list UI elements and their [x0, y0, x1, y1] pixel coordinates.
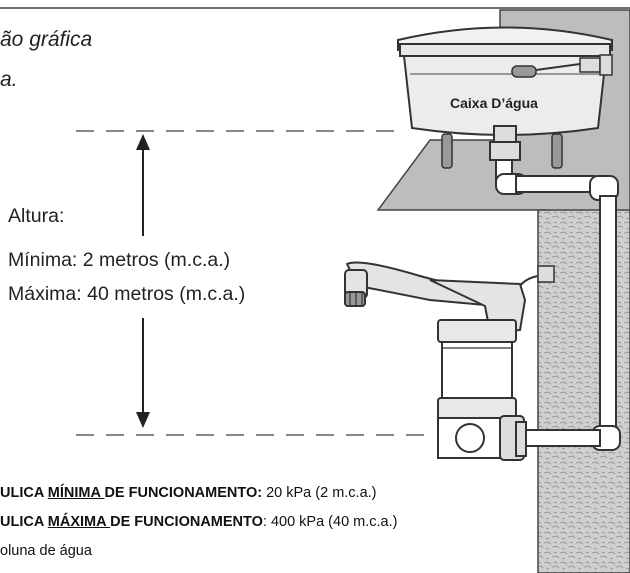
- spec-max-pressure: ULICA MÁXIMA DE FUNCIONAMENTO: 400 kPa (…: [0, 514, 397, 530]
- water-tank: [397, 26, 613, 169]
- spec-max-prefix: ULICA: [0, 514, 48, 530]
- height-max: Máxima: 40 metros (m.c.a.): [8, 283, 246, 305]
- height-title: Altura:: [8, 205, 65, 227]
- height-min: Mínima: 2 metros (m.c.a.): [8, 249, 231, 271]
- faucet-heater: [344, 261, 527, 461]
- spec-min-value: 20 kPa (2 m.c.a.): [262, 485, 377, 501]
- spec-min-pressure: ULICA MÍNIMA DE FUNCIONAMENTO: 20 kPa (2…: [0, 485, 377, 501]
- spec-max-value: : 400 kPa (40 m.c.a.): [262, 514, 398, 530]
- supply-pipe: [489, 125, 621, 451]
- spec-max-keyword: MÁXIMA: [47, 514, 111, 530]
- caption-line-1: ão gráfica: [0, 28, 93, 51]
- spec-min-suffix: DE FUNCIONAMENTO:: [104, 485, 263, 501]
- spec-min-prefix: ULICA: [0, 485, 48, 501]
- spec-max-suffix: DE FUNCIONAMENTO: [110, 514, 263, 530]
- height-arrow: [136, 134, 150, 428]
- spec-min-keyword: MÍNIMA: [47, 485, 105, 501]
- tank-label: Caixa D’água: [450, 95, 538, 111]
- spec-footnote: oluna de água: [0, 543, 92, 559]
- caption-line-2: a.: [0, 68, 18, 91]
